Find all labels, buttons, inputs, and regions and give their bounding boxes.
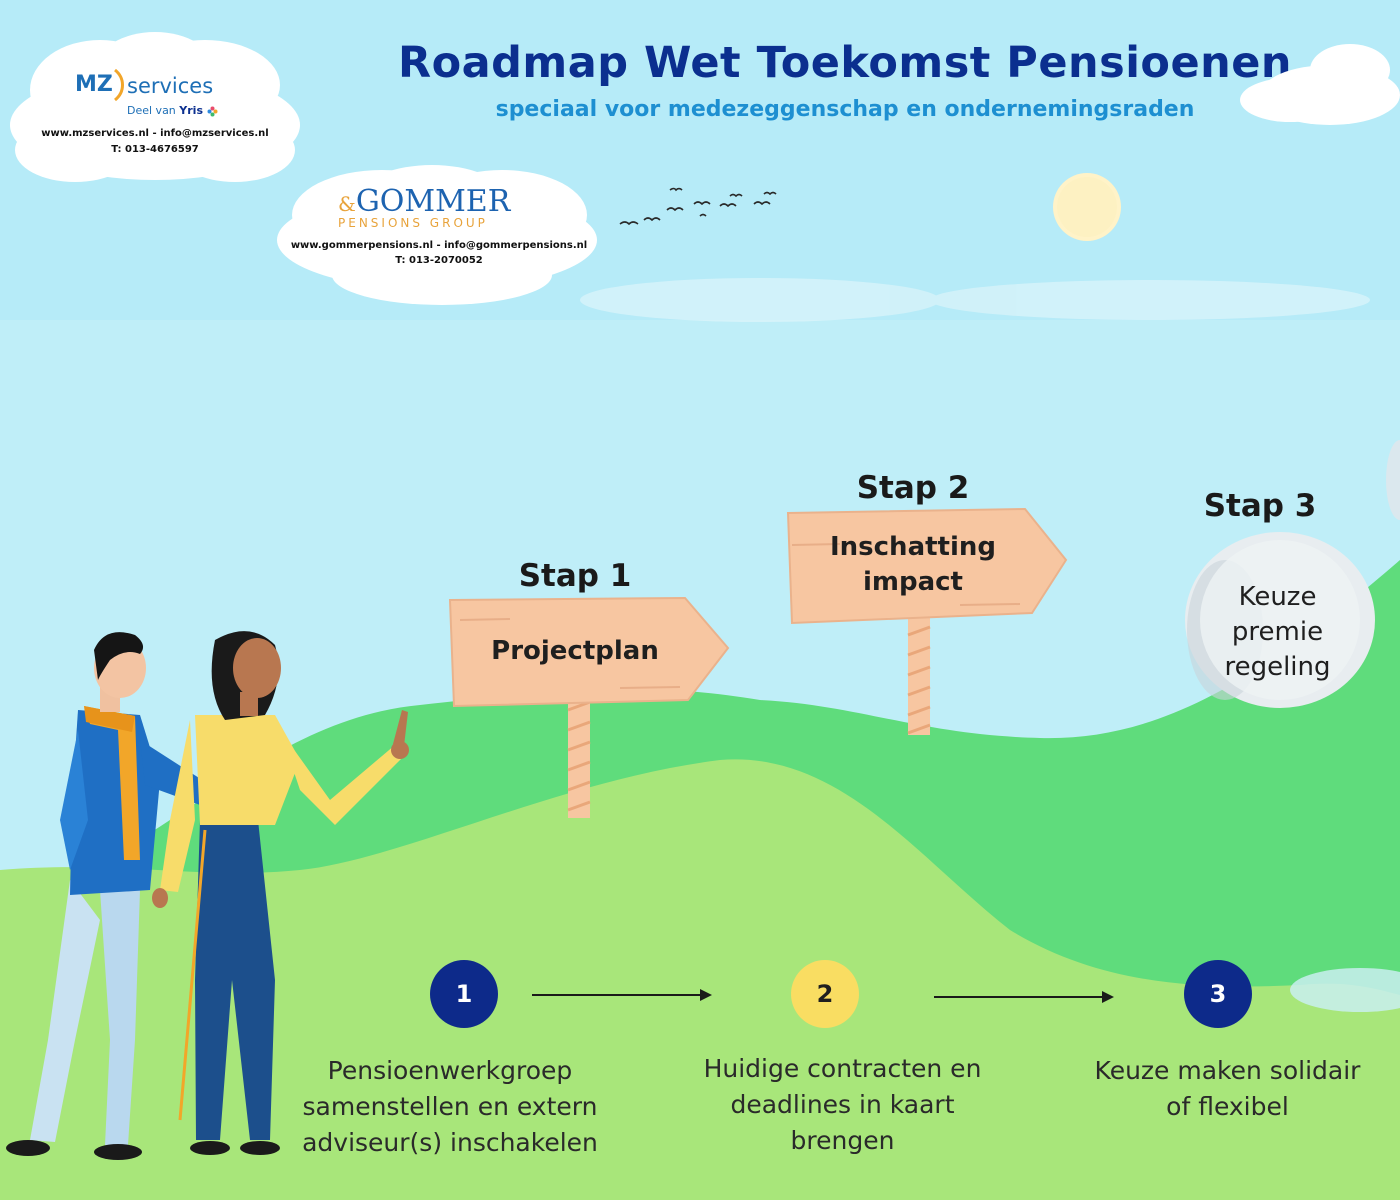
gommer-brand-name: GOMMER (355, 184, 511, 219)
signpost-board (448, 596, 730, 708)
arrow-right-icon (532, 989, 712, 1001)
sign-line: regeling (1224, 652, 1331, 682)
man-figure-icon (6, 632, 222, 1160)
description-line: adviseur(s) inschakelen (302, 1128, 598, 1157)
step-1-description: Pensioenwerkgroep samenstellen en extern… (270, 1053, 630, 1161)
gommer-brand-sub: PENSIONS GROUP (338, 216, 488, 230)
sign-line: Projectplan (491, 636, 659, 666)
sign-line: Inschatting (829, 532, 997, 562)
step-3-cloud-text: Keuze premie regeling (1195, 580, 1360, 685)
signpost-pole (907, 615, 931, 735)
background-clouds (580, 278, 1370, 322)
mz-tagline-brand: Yris (179, 104, 203, 117)
step-3-number-circle: 3 (1184, 960, 1252, 1028)
description-line: deadlines in kaart (730, 1090, 955, 1119)
arrow-right-icon (934, 991, 1114, 1003)
sign-line: impact (862, 567, 963, 597)
mz-contact-line: www.mzservices.nl - info@mzservices.nl (41, 128, 269, 139)
sign-line: premie (1231, 617, 1324, 647)
mz-brand-name: services (127, 74, 214, 98)
signpost-step-2 (786, 507, 1068, 735)
gommer-contact-line: www.gommerpensions.nl - info@gommerpensi… (290, 240, 588, 251)
mz-tagline: Deel van Yris (127, 104, 218, 117)
mz-swoosh-icon (113, 68, 124, 102)
mz-phone: T: 013-4676597 (111, 144, 199, 155)
sun-icon (1053, 173, 1121, 241)
gommer-ampersand: & (338, 192, 356, 216)
description-line: of flexibel (1166, 1092, 1289, 1121)
birds-icon (619, 187, 777, 226)
top-right-cloud (1240, 44, 1400, 125)
description-line: Keuze maken solidair (1094, 1056, 1361, 1085)
mz-brand-mark: MZ (75, 72, 113, 97)
page-subtitle: speciaal voor medezeggenschap en onderne… (495, 97, 1195, 122)
logo-cloud-shape (10, 32, 300, 182)
step-3-cloud (1185, 532, 1375, 708)
gommer-pensions-logo[interactable]: &GOMMER PENSIONS GROUP www.gommerpension… (272, 160, 602, 310)
step-1-label: Stap 1 (518, 558, 632, 594)
people-illustration (6, 631, 409, 1160)
step-2-sign-text: Inschatting impact (788, 530, 1038, 600)
description-line: samenstellen en extern (302, 1092, 598, 1121)
side-cloud (1386, 440, 1400, 520)
mz-tagline-prefix: Deel van (127, 104, 176, 117)
signpost-pole (567, 690, 591, 818)
step-2-number-circle: 2 (791, 960, 859, 1028)
signpost-board (786, 507, 1068, 625)
step-2-description: Huidige contracten en deadlines in kaart… (670, 1051, 1015, 1159)
sign-line: Keuze (1238, 582, 1317, 612)
step-2-label: Stap 2 (856, 470, 970, 506)
page-title: Roadmap Wet Toekomst Pensioenen (397, 38, 1293, 88)
step-3-label: Stap 3 (1203, 488, 1317, 524)
step-1-sign-text: Projectplan (450, 634, 700, 669)
description-line: Pensioenwerkgroep (327, 1056, 573, 1085)
front-hill (0, 759, 1400, 1200)
step-3-description: Keuze maken solidair of flexibel (1060, 1053, 1395, 1125)
mz-services-logo[interactable]: MZ services Deel van Yris www.mzservices… (5, 30, 305, 190)
logo-cloud-shape (277, 165, 597, 305)
step-1-number-circle: 1 (430, 960, 498, 1028)
yris-flower-icon (207, 106, 217, 116)
signpost-step-1 (448, 596, 730, 818)
woman-figure-icon (152, 631, 409, 1155)
description-line: brengen (790, 1126, 895, 1155)
gommer-phone: T: 013-2070052 (395, 255, 483, 266)
description-line: Huidige contracten en (703, 1054, 982, 1083)
gommer-brand: &GOMMER (338, 184, 510, 219)
